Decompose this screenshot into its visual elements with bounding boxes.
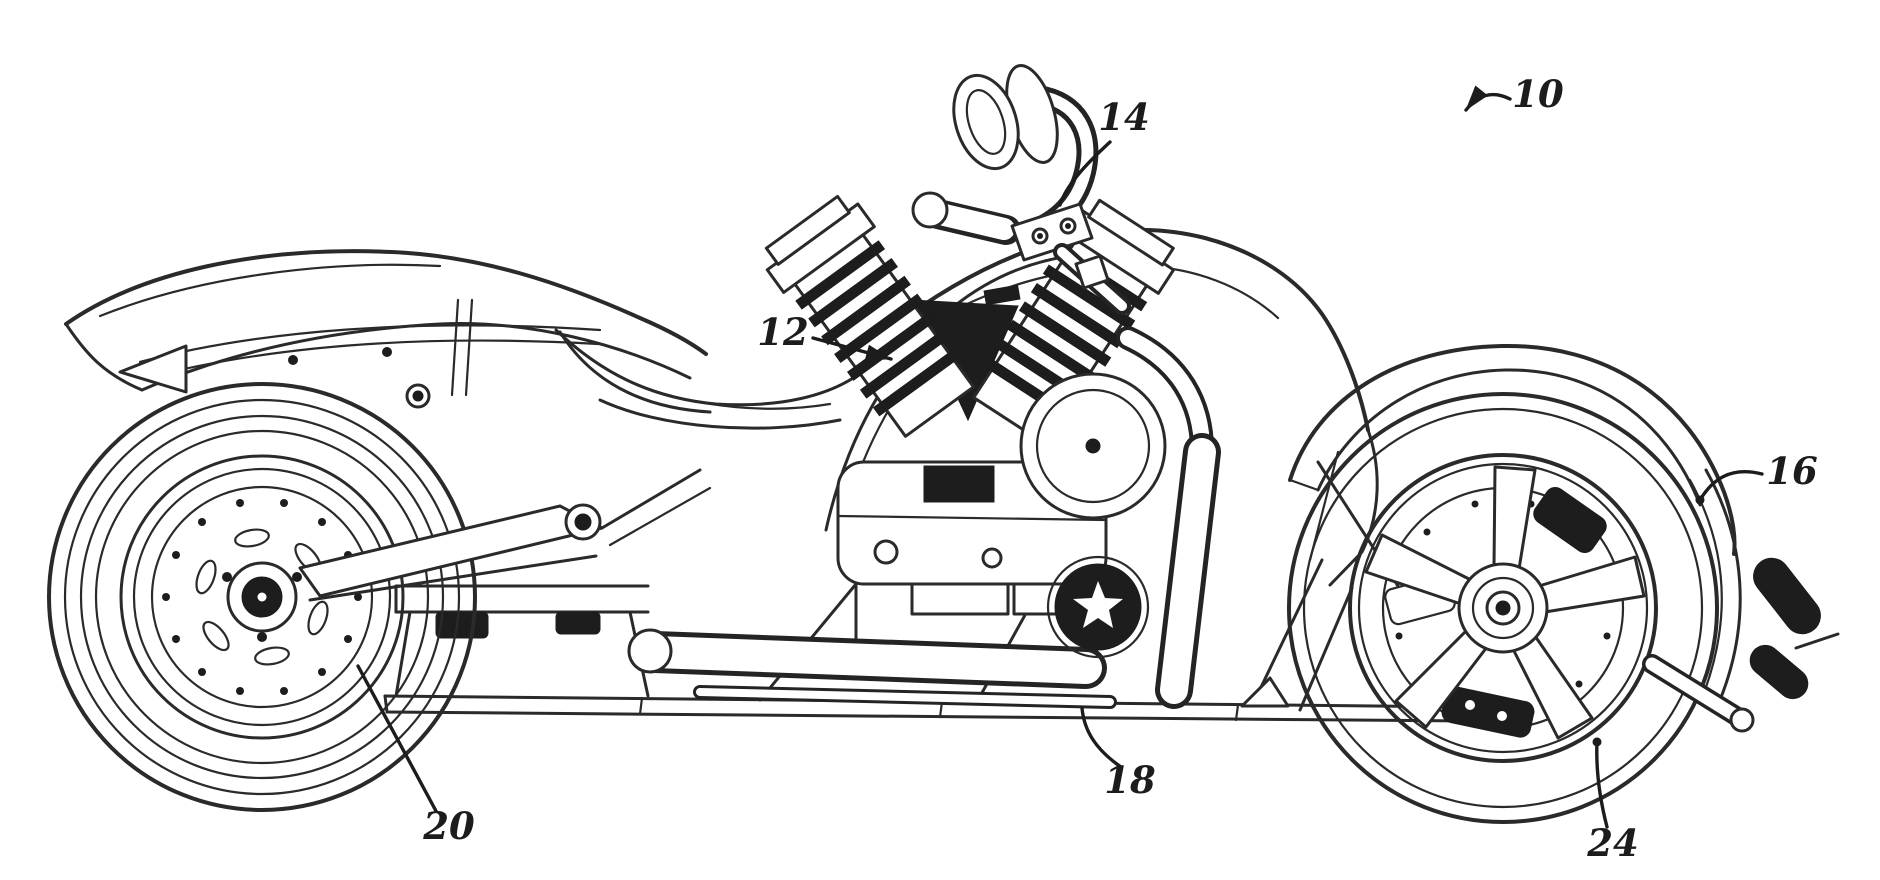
handlebar-clamp (1010, 202, 1094, 262)
air-cleaner-cover (1019, 372, 1167, 520)
ref-number-16: 16 (1766, 449, 1818, 493)
grip-end (911, 191, 949, 229)
bar-end-knob (952, 73, 1020, 171)
front-wheel (1287, 392, 1719, 824)
ref-label-18: 18 (1080, 706, 1156, 802)
front-brake-caliper-lower (1441, 686, 1535, 738)
ref-number-24: 24 (1586, 821, 1639, 865)
suspension-damper-lower (1749, 644, 1809, 700)
ref-number-18: 18 (1104, 758, 1156, 802)
suspension-damper-upper (1753, 557, 1821, 635)
engine (764, 194, 1176, 586)
front-fender (1288, 343, 1737, 556)
steering-nut (1074, 254, 1110, 290)
swingarm (298, 468, 712, 602)
rear-wheel (47, 382, 477, 812)
ref-label-16: 16 (1695, 449, 1818, 505)
ref-label-20: 20 (356, 664, 475, 848)
handlebar-assembly (911, 64, 1131, 315)
ref-number-14: 14 (1098, 95, 1150, 139)
reference-labels: 10 12 14 16 18 20 24 (356, 72, 1818, 865)
ref-label-14: 14 (1058, 95, 1150, 207)
exhaust (627, 326, 1221, 709)
ref-label-24: 24 (1586, 737, 1639, 865)
ref-number-20: 20 (422, 804, 475, 848)
ref-number-10: 10 (1512, 72, 1564, 116)
ref-label-12: 12 (757, 310, 893, 361)
front-suspension-near (1642, 557, 1840, 733)
front-brake-caliper-upper (1533, 486, 1607, 554)
ref-label-10: 10 (1464, 72, 1564, 116)
rear-brake-disc-holes (162, 499, 362, 695)
ref-number-12: 12 (757, 310, 809, 354)
rear-fender (64, 249, 708, 409)
primary-cover-star (1046, 555, 1150, 659)
